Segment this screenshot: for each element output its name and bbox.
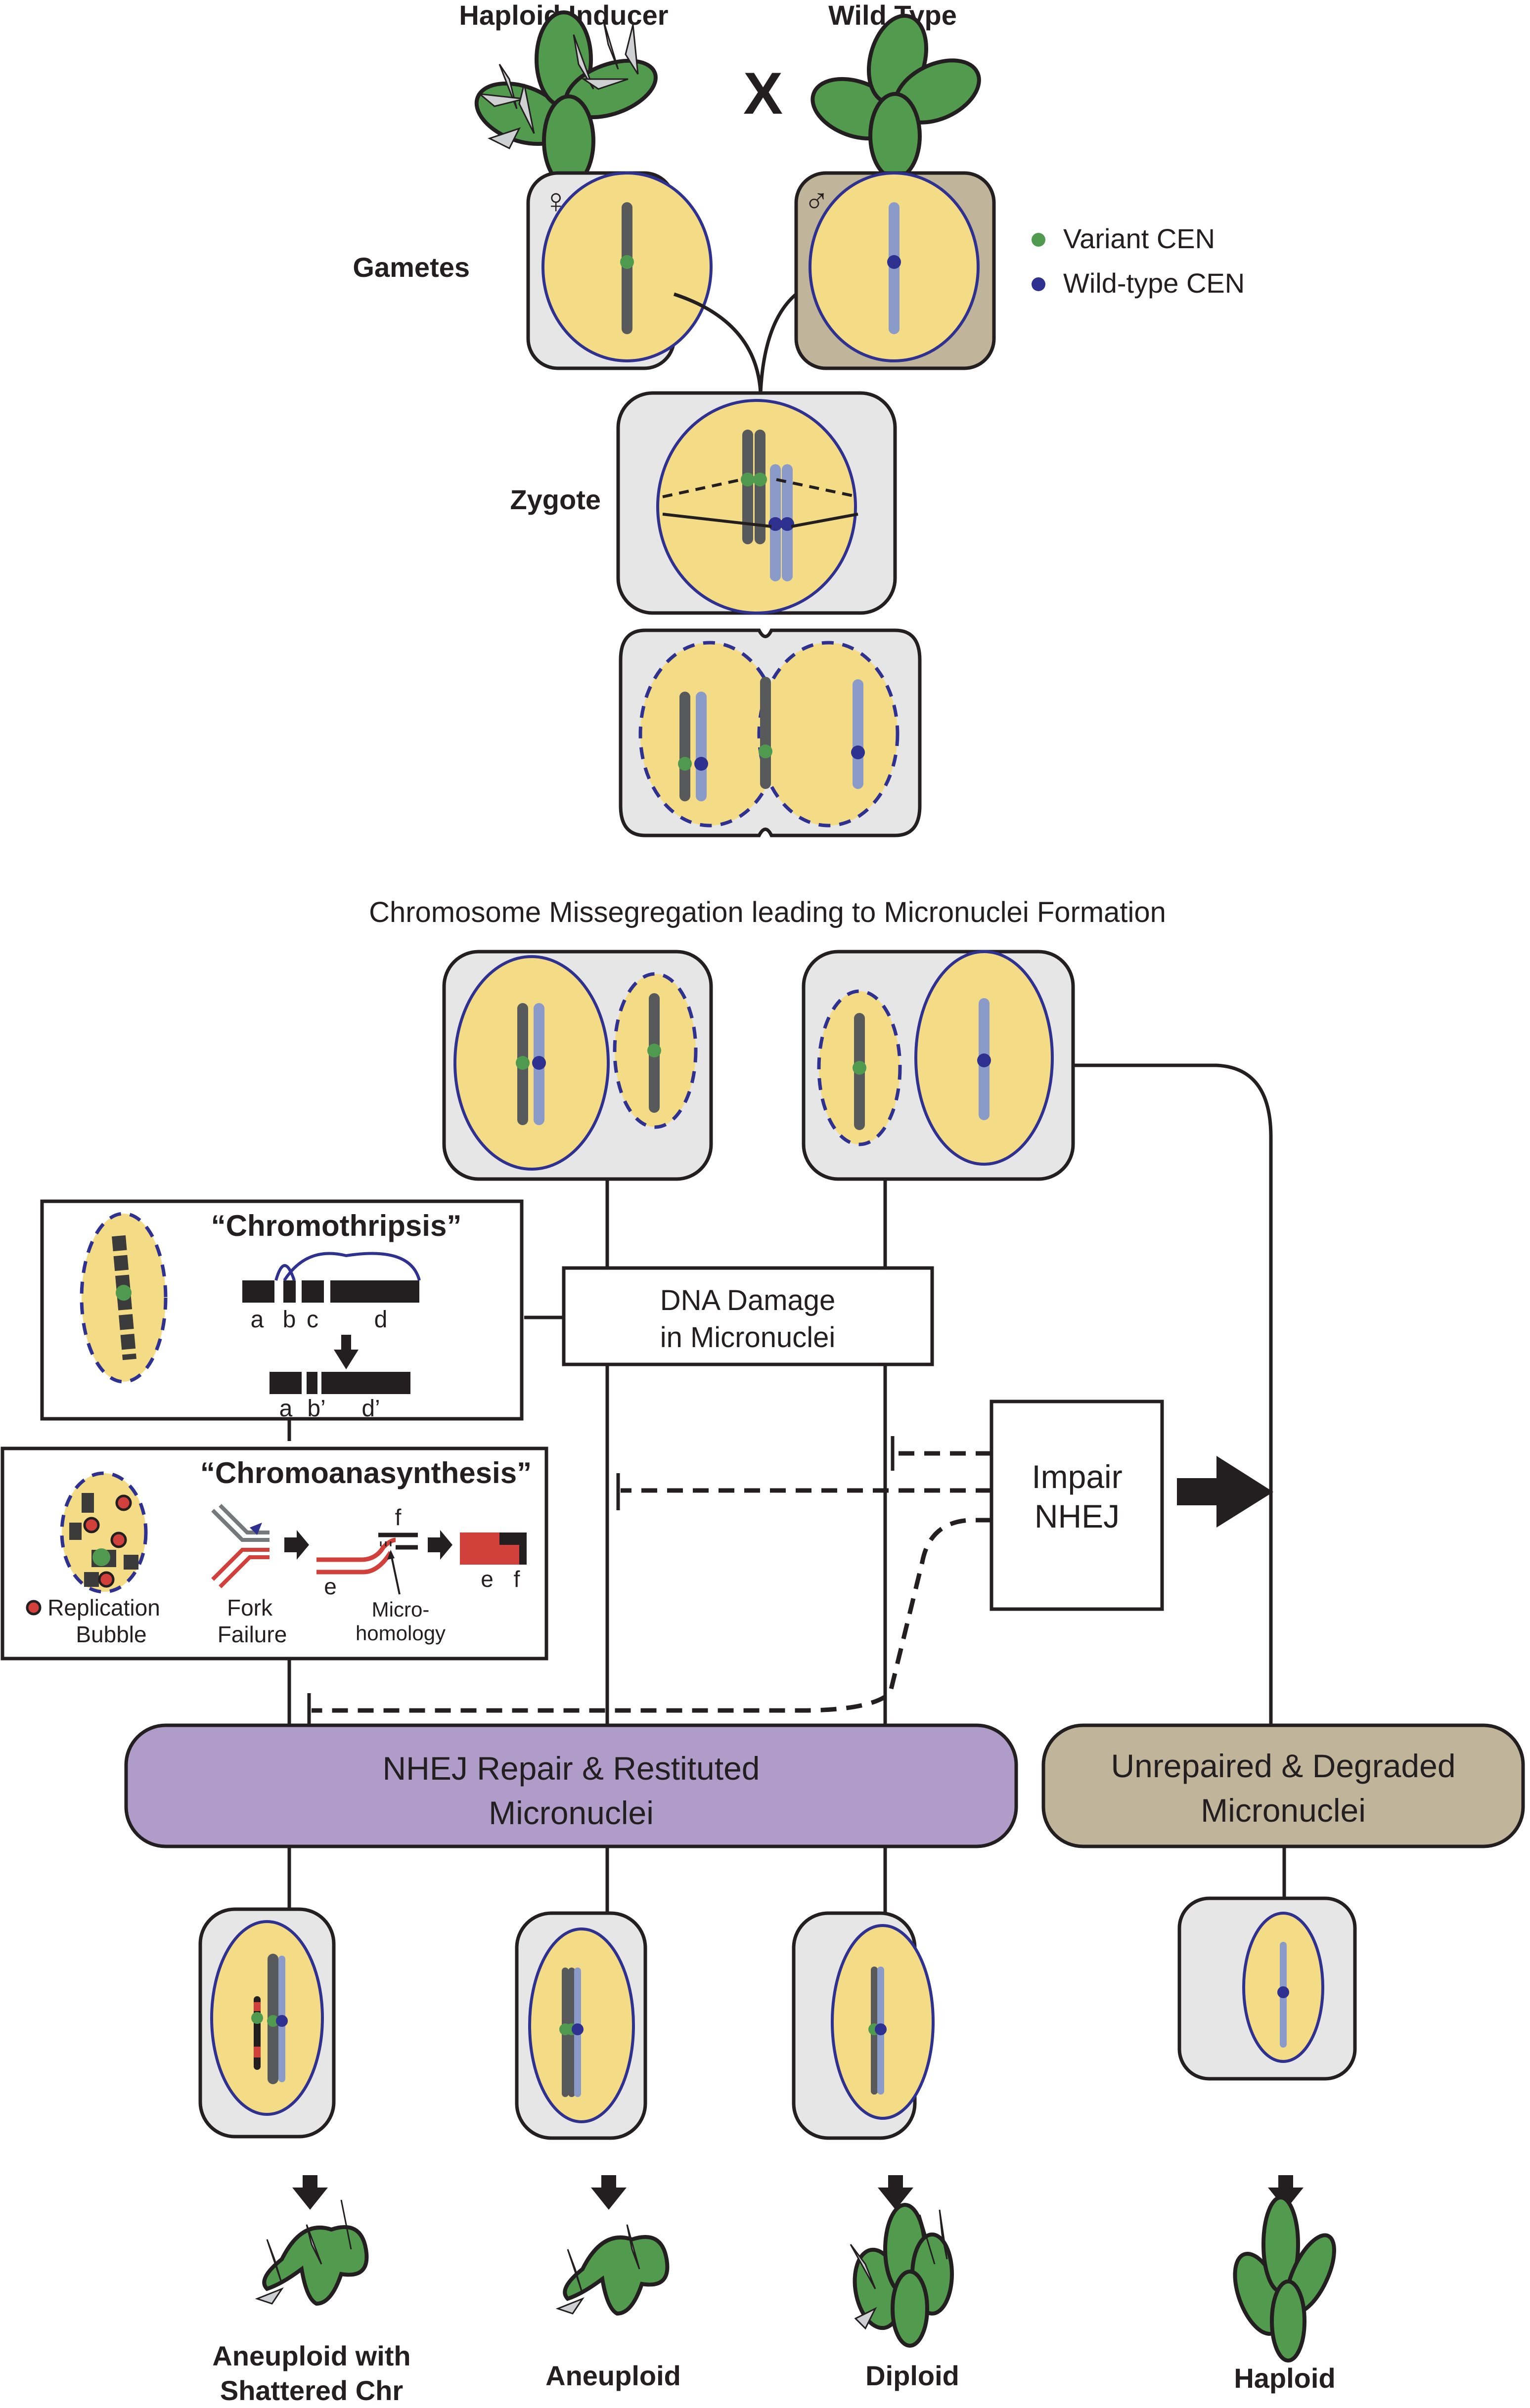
label-f: f (395, 1504, 402, 1530)
label-e: e (324, 1574, 337, 1599)
result-cell-shattered (198, 1907, 336, 2139)
result-label-aneuploid-shattered-line1: Aneuploid with (212, 2340, 410, 2371)
segment-label-c: c (307, 1307, 318, 1333)
legend-label-wildtype-cen: Wild-type CEN (1063, 267, 1245, 299)
dna-damage-label-line2: in Micronuclei (660, 1321, 836, 1354)
male-gamete-cell (794, 171, 996, 370)
result-label-aneuploid-shattered-line2: Shattered Chr (220, 2375, 403, 2406)
result-cell-diploid (792, 1911, 935, 2140)
legend-swatch-variant-cen (1032, 233, 1045, 247)
impair-nhej-box: Impair NHEJ (990, 1400, 1164, 1611)
result-label-haploid: Haploid (1234, 2363, 1335, 2394)
label-replication: Replication (47, 1595, 160, 1620)
segment-label-a-prime: a (279, 1396, 293, 1422)
female-symbol-icon: ♀ (543, 181, 569, 220)
segment-label-d: d (374, 1307, 388, 1333)
label-fork: Fork (227, 1595, 273, 1620)
inhibition-line-inset (312, 1518, 991, 1713)
dividing-cell (619, 628, 922, 837)
nhej-repair-box: NHEJ Repair & Restituted Micronuclei (124, 1723, 1018, 1848)
result-cell-haploid (1177, 1896, 1357, 2081)
right-arrow-icon (284, 1530, 309, 1560)
flow-line-haploid (1073, 1063, 1273, 1725)
stage-label-gametes: Gametes (353, 252, 470, 283)
segment-label-a: a (251, 1307, 264, 1333)
replication-bubble-icon (26, 1600, 42, 1616)
down-arrow-icon (292, 2175, 1304, 2210)
stage-label-zygote: Zygote (510, 484, 601, 515)
haploid-inducer-plant-icon (474, 10, 658, 187)
chromoanasynthesis-inset: “Chromoanasynthesis” Replication Bubble … (0, 1446, 548, 1661)
label-micro: Micro- (372, 1598, 430, 1621)
plant-aneuploid-shattered-icon (255, 2199, 369, 2306)
gamete-connector (673, 292, 798, 394)
result-cell-aneuploid (515, 1911, 647, 2140)
legend-label-variant-cen: Variant CEN (1063, 223, 1215, 254)
cross-symbol: X (743, 60, 783, 127)
chromothripsis-title: “Chromothripsis” (211, 1209, 462, 1242)
wild-type-plant-icon (810, 13, 981, 180)
chromoanasynthesis-title: “Chromoanasynthesis” (200, 1456, 532, 1489)
chromothripsis-inset: “Chromothripsis” a b c d a b’ d’ (40, 1199, 524, 1422)
nhej-repair-label-line1: NHEJ Repair & Restituted (383, 1750, 760, 1787)
micronucleus-cell-left (442, 950, 713, 1181)
label-bubble: Bubble (76, 1621, 146, 1647)
dna-damage-box: DNA Damage in Micronuclei (562, 1266, 934, 1366)
result-connector (287, 1846, 1286, 1913)
down-arrow-icon (334, 1335, 359, 1369)
label-result-f: f (514, 1566, 520, 1592)
degraded-label-line1: Unrepaired & Degraded (1111, 1748, 1455, 1784)
plant-diploid-icon (850, 2203, 954, 2348)
label-result-e: e (481, 1566, 494, 1592)
result-label-aneuploid: Aneuploid (545, 2360, 681, 2391)
segment-label-b-prime: b’ (307, 1396, 325, 1422)
micronucleus-cell-right (802, 950, 1075, 1181)
zygote-cell (616, 391, 897, 615)
right-arrow-icon (428, 1530, 452, 1560)
plant-haploid-icon (1233, 2195, 1336, 2363)
segment-label-d-prime: d’ (361, 1396, 380, 1422)
degraded-micronuclei-box: Unrepaired & Degraded Micronuclei (1041, 1723, 1525, 1848)
dna-damage-label-line1: DNA Damage (660, 1284, 836, 1316)
legend: Variant CEN Wild-type CEN (1032, 223, 1245, 299)
plant-aneuploid-icon (555, 2224, 670, 2316)
male-symbol-icon: ♂ (804, 181, 830, 220)
missegregation-caption: Chromosome Missegregation leading to Mic… (369, 896, 1166, 928)
impair-label-line1: Impair (1032, 1458, 1122, 1495)
label-homology: homology (356, 1621, 446, 1645)
label-failure: Failure (218, 1621, 287, 1647)
legend-swatch-wildtype-cen (1032, 277, 1045, 291)
degraded-label-line2: Micronuclei (1201, 1792, 1366, 1829)
impair-label-line2: NHEJ (1035, 1498, 1120, 1534)
result-label-diploid: Diploid (865, 2360, 959, 2391)
female-gamete-cell (526, 171, 713, 370)
nhej-repair-label-line2: Micronuclei (489, 1795, 654, 1831)
block-arrow-right-icon (1177, 1456, 1273, 1528)
segment-label-b: b (283, 1307, 296, 1333)
